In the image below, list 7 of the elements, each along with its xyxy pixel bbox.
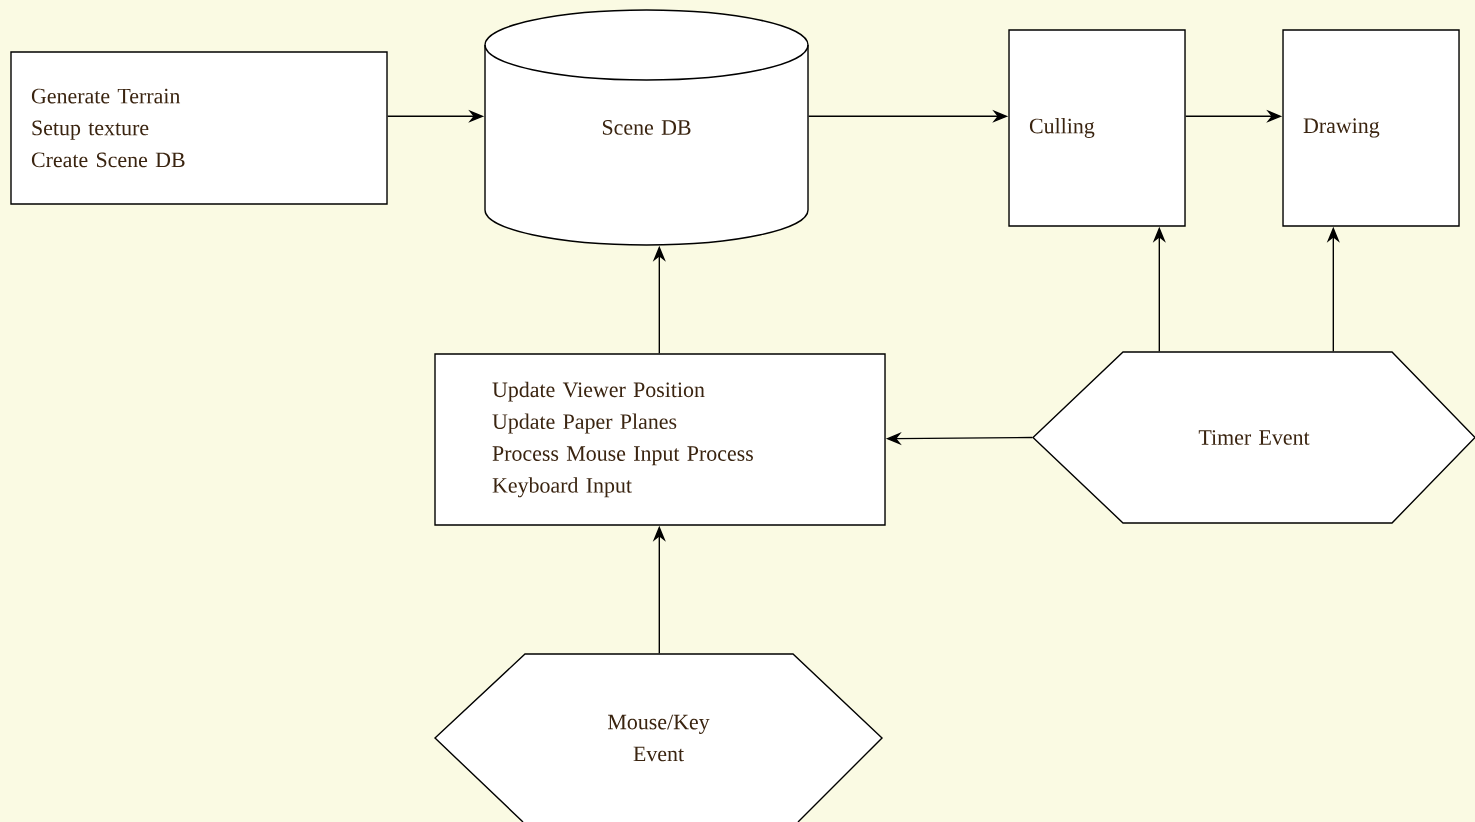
process-box: Drawing: [1282, 29, 1460, 227]
event-hexagon: Mouse/Key Event: [434, 653, 883, 822]
event-hexagon: Timer Event: [1032, 351, 1475, 524]
process-box: Update Viewer Position Update Paper Planes Process Mouse Input Process Keyboard Input: [434, 353, 886, 526]
process-box: Culling: [1008, 29, 1186, 227]
database-cylinder: Scene DB: [484, 9, 809, 246]
process-box: Generate Terrain Setup texture Create Scene DB: [10, 51, 388, 205]
